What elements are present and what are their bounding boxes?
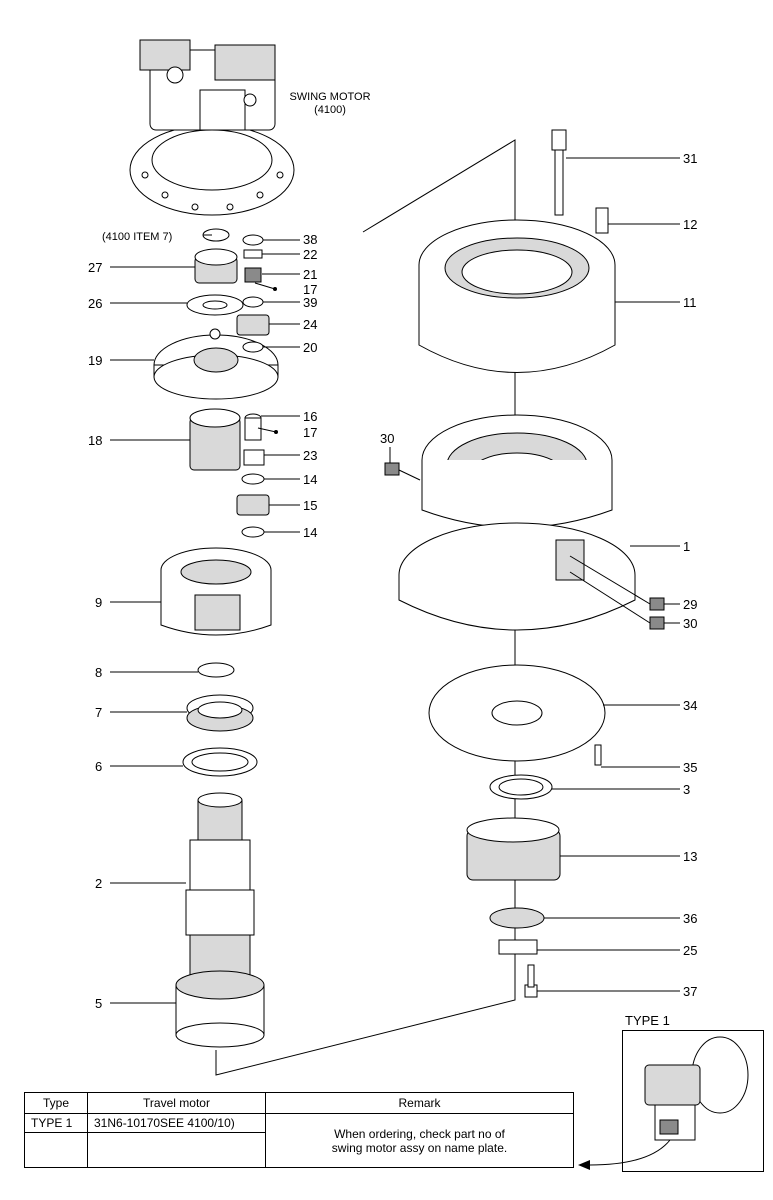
callout-23: 23: [303, 448, 317, 463]
callout-17-upper: 17: [303, 282, 317, 297]
callout-2: 2: [95, 876, 102, 891]
assembly-guide-line: [215, 139, 516, 1076]
cell-motor: 31N6-10170SEE 4100/10): [87, 1113, 266, 1133]
motor-code: (4100): [314, 104, 346, 116]
cell-empty-motor: [87, 1132, 266, 1168]
swing-motor-drawing: [129, 39, 295, 216]
callout-15: 15: [303, 498, 317, 513]
motor-title: SWING MOTOR: [289, 91, 370, 103]
callout-30-right: 30: [683, 616, 697, 631]
callout-36: 36: [683, 911, 697, 926]
callout-7: 7: [95, 705, 102, 720]
callout-29: 29: [683, 597, 697, 612]
cell-type: TYPE 1: [24, 1113, 88, 1133]
right-column-parts: [384, 129, 665, 998]
callout-1: 1: [683, 539, 690, 554]
remark-line-2: swing motor assy on name plate.: [331, 1140, 508, 1155]
callout-21: 21: [303, 267, 317, 282]
leader-lines-right: [389, 157, 680, 992]
callout-19: 19: [88, 353, 102, 368]
callout-13: 13: [683, 849, 697, 864]
type-table: Type Travel motor Remark TYPE 1 31N6-101…: [24, 1092, 574, 1168]
inset-frame: [622, 1030, 764, 1172]
callout-25: 25: [683, 943, 697, 958]
callout-34: 34: [683, 698, 697, 713]
callout-37: 37: [683, 984, 697, 999]
table-header-row: Type Travel motor Remark: [24, 1092, 574, 1114]
callout-16: 16: [303, 409, 317, 424]
col-remark-header: Remark: [265, 1092, 574, 1114]
callout-17-lower: 17: [303, 425, 317, 440]
callout-14-upper: 14: [303, 472, 317, 487]
remark-line-1: When ordering, check part no of: [334, 1126, 505, 1141]
callout-24: 24: [303, 317, 317, 332]
cell-empty-type: [24, 1132, 88, 1168]
inset-type-label: TYPE 1: [625, 1013, 670, 1028]
callout-35: 35: [683, 760, 697, 775]
callout-30-left: 30: [380, 431, 394, 446]
callout-27: 27: [88, 260, 102, 275]
cell-remark: When ordering, check part no of swing mo…: [265, 1113, 574, 1168]
callout-31: 31: [683, 151, 697, 166]
callout-26: 26: [88, 296, 102, 311]
callout-3: 3: [683, 782, 690, 797]
callout-12: 12: [683, 217, 697, 232]
callout-8: 8: [95, 665, 102, 680]
callout-38: 38: [303, 232, 317, 247]
table-row: TYPE 1 31N6-10170SEE 4100/10) When order…: [24, 1113, 574, 1168]
type1-inset-drawing: [578, 1036, 749, 1170]
callout-11: 11: [683, 295, 697, 310]
callout-5: 5: [95, 996, 102, 1011]
callout-18: 18: [88, 433, 102, 448]
callout-9: 9: [95, 595, 102, 610]
callout-4100-item7: (4100 ITEM 7): [102, 231, 172, 243]
callout-20: 20: [303, 340, 317, 355]
callout-39: 39: [303, 295, 317, 310]
col-type-header: Type: [24, 1092, 88, 1114]
leader-lines-left: [110, 234, 300, 1004]
callout-14-lower: 14: [303, 525, 317, 540]
callout-22: 22: [303, 247, 317, 262]
table-empty-row: [24, 1132, 574, 1168]
callout-6: 6: [95, 759, 102, 774]
left-column-parts: [153, 228, 279, 1048]
col-motor-header: Travel motor: [87, 1092, 266, 1114]
